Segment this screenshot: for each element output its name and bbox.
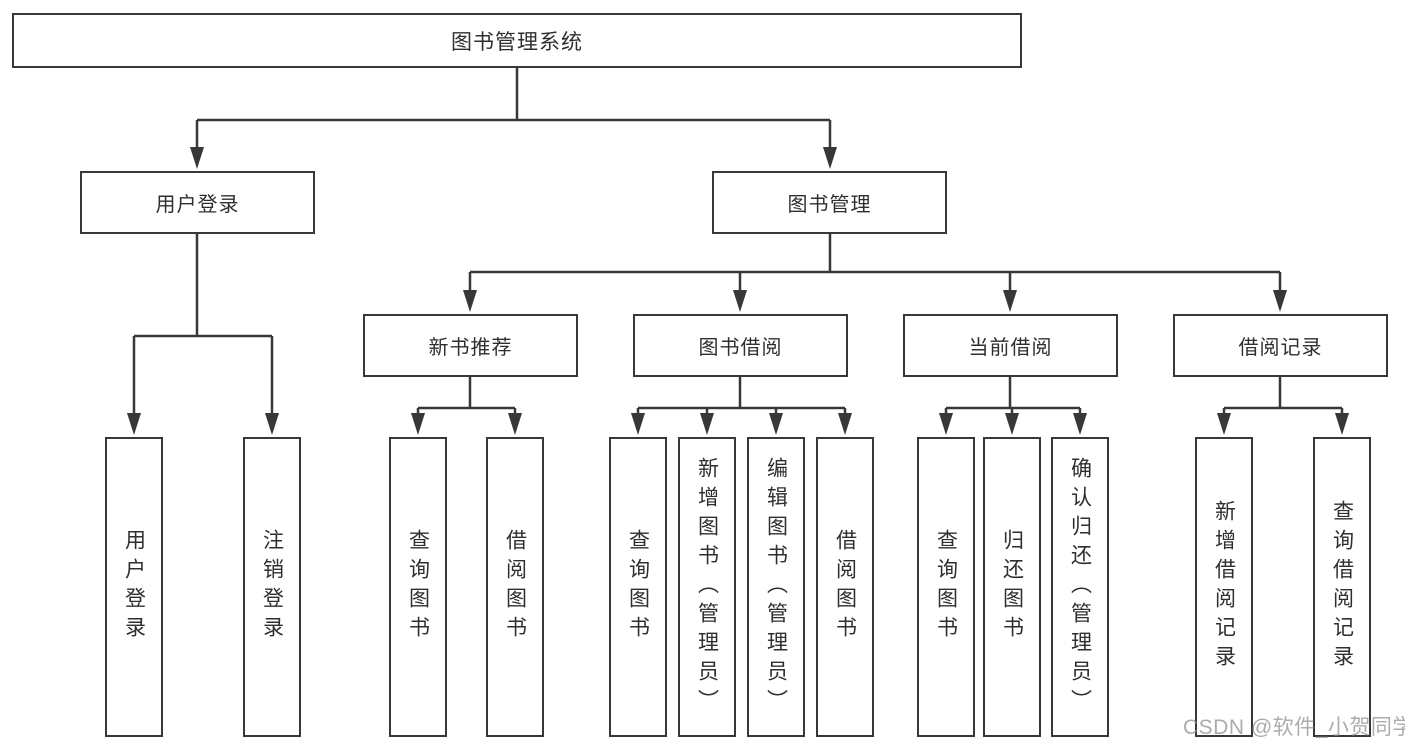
node-root-system: 图书管理系统 — [12, 13, 1022, 68]
node-user-login: 用户登录 — [80, 171, 315, 234]
node-book-borrowing: 图书借阅 — [633, 314, 848, 377]
leaf-cb-query-books: 查询图书 — [917, 437, 975, 737]
leaf-br-add-record: 新增借阅记录 — [1195, 437, 1253, 737]
leaf-bb-borrow-books: 借阅图书 — [816, 437, 874, 737]
watermark: CSDN @软件_小贺同学 — [1183, 716, 1405, 739]
leaf-cb-return-books: 归还图书 — [983, 437, 1041, 737]
leaf-bb-add-books-admin: 新增图书（管理员） — [678, 437, 736, 737]
leaf-cb-confirm-return-admin: 确认归还（管理员） — [1051, 437, 1109, 737]
leaf-user-login: 用户登录 — [105, 437, 163, 737]
node-new-book-recommend: 新书推荐 — [363, 314, 578, 377]
leaf-nbr-borrow-books: 借阅图书 — [486, 437, 544, 737]
leaf-nbr-query-books: 查询图书 — [389, 437, 447, 737]
node-borrow-records: 借阅记录 — [1173, 314, 1388, 377]
node-current-borrowing: 当前借阅 — [903, 314, 1118, 377]
leaf-br-query-record: 查询借阅记录 — [1313, 437, 1371, 737]
node-book-management: 图书管理 — [712, 171, 947, 234]
leaf-logout: 注销登录 — [243, 437, 301, 737]
leaf-bb-query-books: 查询图书 — [609, 437, 667, 737]
leaf-bb-edit-books-admin: 编辑图书（管理员） — [747, 437, 805, 737]
